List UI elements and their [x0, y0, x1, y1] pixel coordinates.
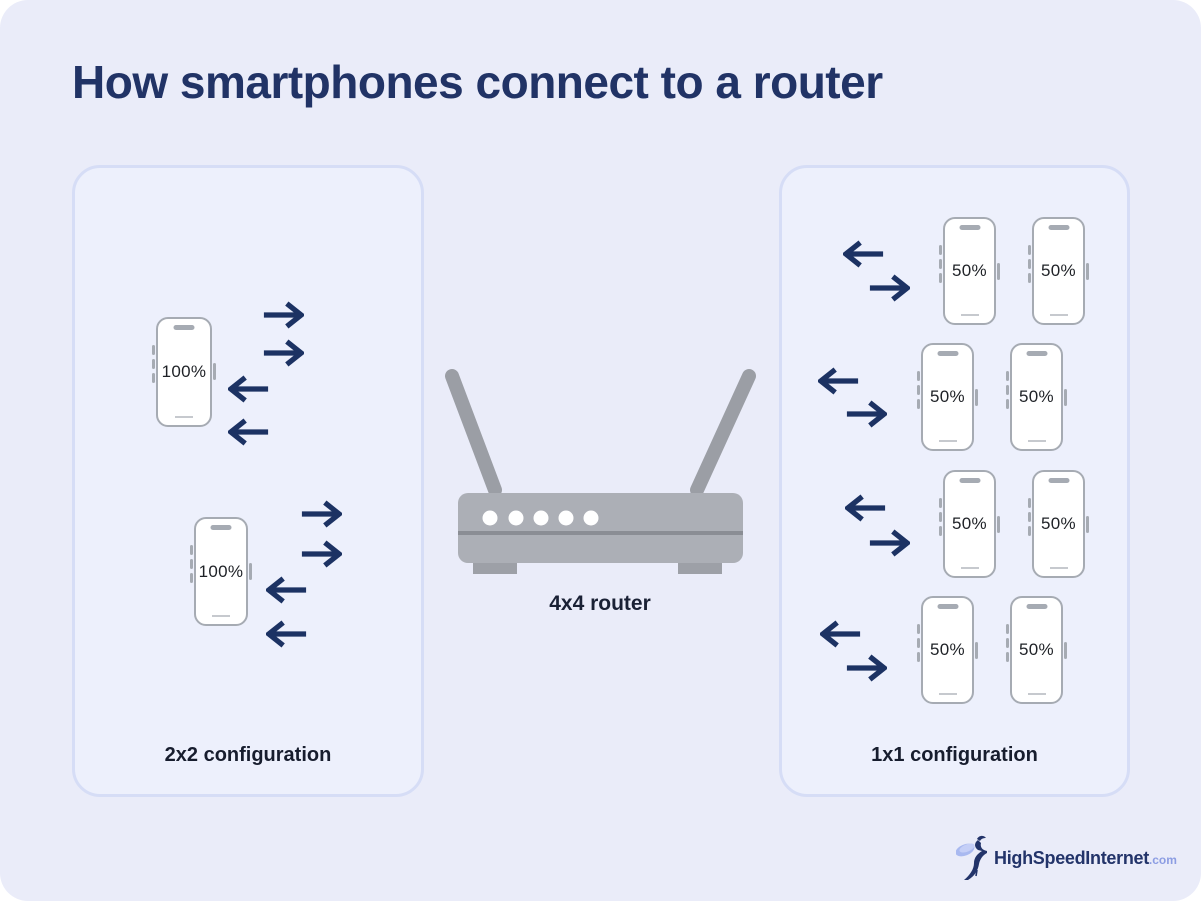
battery-percent-label: 50% — [1019, 387, 1054, 406]
phone-notch — [1048, 225, 1069, 230]
phone-home-indicator — [960, 567, 979, 569]
arrow-right-icon — [300, 499, 342, 529]
arrow-left-icon — [266, 619, 308, 649]
router-body — [458, 493, 743, 563]
router-antenna-left — [445, 369, 502, 497]
phone-notch — [210, 525, 232, 530]
router-label: 4x4 router — [549, 592, 651, 615]
phone-home-indicator — [1049, 567, 1068, 569]
router-illustration — [445, 369, 756, 574]
battery-percent-label: 50% — [952, 261, 987, 280]
arrow-left-icon — [818, 366, 860, 396]
phone-home-indicator — [1027, 693, 1046, 695]
router-led — [583, 510, 599, 526]
phone-home-indicator — [960, 314, 979, 316]
phone-home-indicator — [938, 693, 957, 695]
phone-home-indicator — [938, 440, 957, 442]
arrow-right-icon — [868, 273, 910, 303]
phone-home-indicator — [1049, 314, 1068, 316]
arrow-left-icon — [843, 239, 885, 269]
arrow-left-icon — [845, 493, 887, 523]
hummingbird-icon — [956, 835, 987, 880]
phone-notch — [937, 351, 958, 356]
logo-suffix-text: .com — [1148, 852, 1177, 867]
battery-percent-label: 100% — [161, 362, 207, 381]
smartphone: 50% — [917, 596, 978, 704]
battery-percent-label: 50% — [952, 514, 987, 533]
smartphone: 50% — [1006, 596, 1067, 704]
phone-notch — [1026, 351, 1047, 356]
arrow-left-icon — [228, 417, 270, 447]
battery-percent-label: 50% — [1041, 514, 1076, 533]
phone-home-indicator — [1027, 440, 1046, 442]
router-divider — [458, 531, 743, 535]
arrow-left-icon — [266, 575, 308, 605]
smartphone: 50% — [939, 470, 1000, 578]
page-title: How smartphones connect to a router — [72, 56, 883, 108]
phone-notch — [1026, 604, 1047, 609]
router-antenna-right — [690, 369, 756, 497]
router-foot-right — [678, 563, 722, 574]
router-led-lights — [482, 510, 599, 526]
panel-1x1-label: 1x1 configuration — [871, 744, 1038, 766]
smartphone: 50% — [1006, 343, 1067, 451]
arrow-left-icon — [228, 374, 270, 404]
phone-notch — [937, 604, 958, 609]
smartphone: 100% — [190, 517, 252, 626]
router-led — [508, 510, 524, 526]
smartphone: 50% — [939, 217, 1000, 325]
phone-notch — [173, 325, 195, 330]
arrow-right-icon — [262, 338, 304, 368]
arrow-right-icon — [300, 539, 342, 569]
smartphone: 50% — [1028, 217, 1089, 325]
battery-percent-label: 50% — [930, 640, 965, 659]
phone-notch — [959, 478, 980, 483]
smartphone: 100% — [152, 317, 216, 427]
brand-logo: HighSpeedInternet .com — [956, 834, 1177, 882]
phone-home-indicator — [175, 416, 193, 418]
phone-notch — [959, 225, 980, 230]
logo-brand-text: HighSpeedInternet — [994, 847, 1149, 868]
battery-percent-label: 50% — [930, 387, 965, 406]
battery-percent-label: 50% — [1019, 640, 1054, 659]
arrow-left-icon — [820, 619, 862, 649]
smartphone: 50% — [1028, 470, 1089, 578]
panel-2x2-label: 2x2 configuration — [164, 744, 332, 766]
router-foot-left — [473, 563, 517, 574]
router-led — [533, 510, 549, 526]
arrow-right-icon — [868, 528, 910, 558]
arrow-right-icon — [845, 653, 887, 683]
phone-home-indicator — [212, 615, 230, 617]
battery-percent-label: 50% — [1041, 261, 1076, 280]
smartphone: 50% — [917, 343, 978, 451]
phone-notch — [1048, 478, 1069, 483]
router-led — [558, 510, 574, 526]
arrow-right-icon — [262, 300, 304, 330]
arrow-right-icon — [845, 399, 887, 429]
panel-2x2-configuration — [72, 165, 424, 797]
battery-percent-label: 100% — [198, 561, 244, 581]
router-led — [482, 510, 498, 526]
